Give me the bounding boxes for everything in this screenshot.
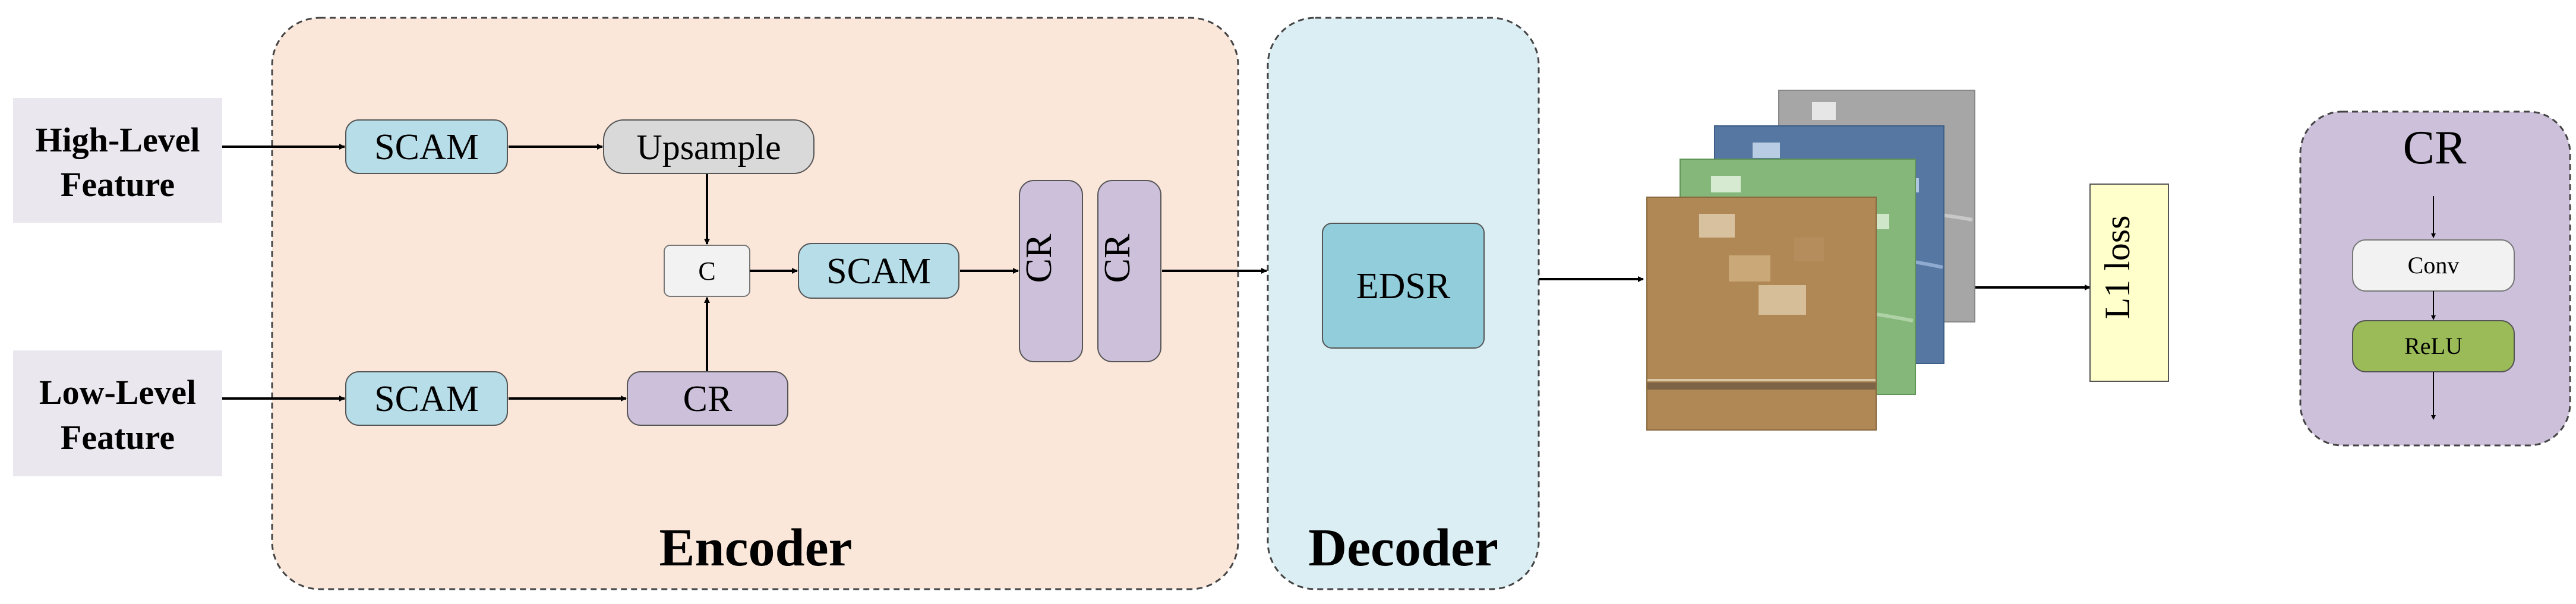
concat-block: C: [664, 245, 750, 297]
high-level-feature-input: High-Level Feature: [13, 98, 222, 223]
connections: [222, 144, 2091, 401]
output-image-stack: [1646, 90, 1975, 431]
output-image-brown: [1646, 197, 1877, 431]
cr-low-label: CR: [683, 379, 733, 419]
l1-loss-block: L1 loss: [2089, 184, 2169, 382]
scam-mid-block: SCAM: [798, 243, 959, 299]
cr-vertical-label-1: CR: [1019, 233, 1059, 283]
encoder-title: Encoder: [659, 518, 853, 577]
relu-label: ReLU: [2404, 333, 2463, 359]
scam-low-block: SCAM: [345, 371, 508, 426]
cr-vertical-block-2: CR: [1097, 180, 1161, 362]
edsr-label: EDSR: [1356, 266, 1451, 306]
cr-vertical-block-1: CR: [1019, 180, 1083, 362]
cr-detail-title: CR: [2403, 122, 2467, 174]
cr-low-block: CR: [627, 371, 788, 426]
high-level-feature-label-line1: High-Level: [35, 121, 200, 159]
relu-block: ReLU: [2352, 320, 2515, 372]
encoder-container: [271, 17, 1239, 590]
low-level-feature-box: [13, 350, 222, 476]
concat-label: C: [698, 257, 715, 286]
cr-detail-panel: CR Conv ReLU: [2299, 110, 2571, 447]
high-level-feature-label-line2: Feature: [61, 165, 175, 204]
conv-label: Conv: [2408, 252, 2460, 279]
scam-low-label: SCAM: [374, 379, 479, 419]
decoder-title: Decoder: [1308, 518, 1498, 577]
l1-loss-label: L1 loss: [2098, 215, 2137, 319]
high-level-feature-box: [13, 98, 222, 223]
scam-mid-label: SCAM: [826, 251, 931, 292]
scam-high-block: SCAM: [345, 119, 508, 174]
cr-vertical-label-2: CR: [1097, 233, 1138, 283]
upsample-label: Upsample: [636, 128, 781, 167]
upsample-block: Upsample: [603, 119, 815, 174]
low-level-feature-input: Low-Level Feature: [13, 350, 222, 476]
edsr-block: EDSR: [1322, 223, 1485, 349]
low-level-feature-label-line1: Low-Level: [39, 373, 196, 412]
conv-block: Conv: [2352, 239, 2515, 292]
scam-high-label: SCAM: [374, 127, 479, 167]
low-level-feature-label-line2: Feature: [61, 418, 175, 457]
